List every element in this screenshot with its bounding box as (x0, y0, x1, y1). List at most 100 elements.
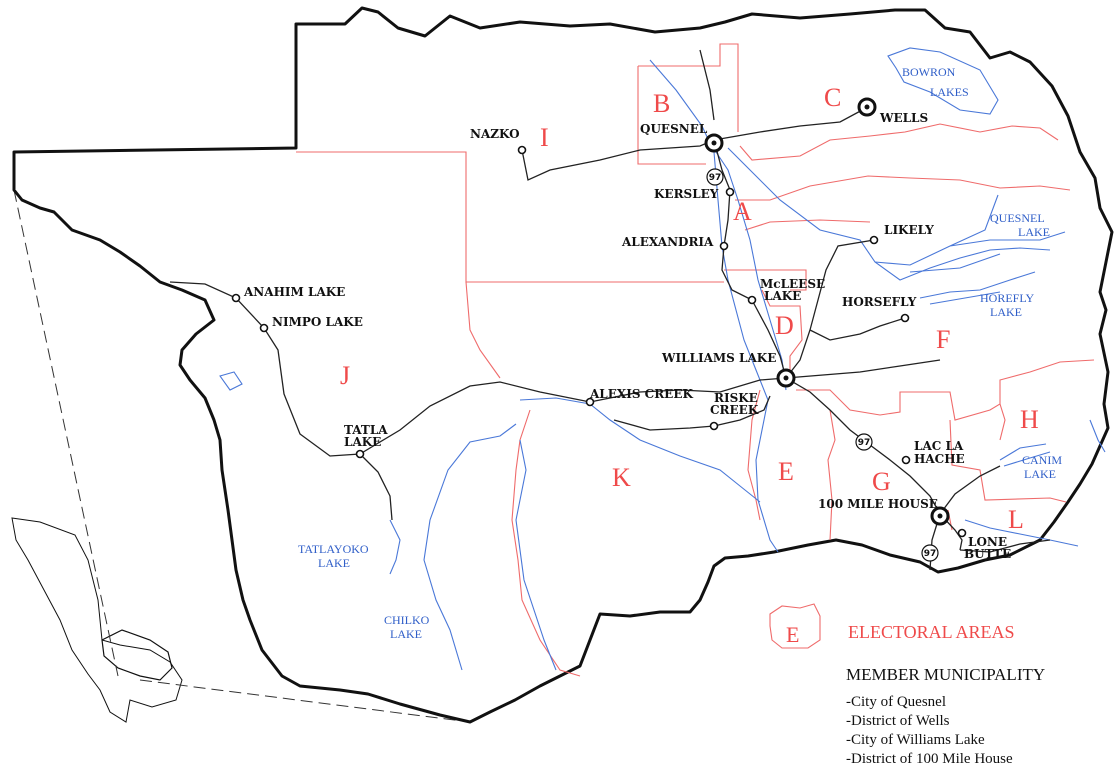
highway-20 (169, 281, 787, 457)
electoral-line (638, 43, 739, 132)
mcleese-lake-marker (747, 295, 757, 305)
place-labels: QUESNEL WELLS NAZKO KERSLEY ALEXANDRIA L… (243, 111, 1011, 561)
electoral-line (747, 389, 761, 521)
chilcotin-river (519, 397, 761, 503)
electoral-line (827, 409, 836, 541)
label-canim-lake-1: CANIM (1022, 453, 1062, 467)
area-letter-e: E (778, 457, 794, 486)
lone-butte-lakes (964, 519, 1079, 547)
label-quesnel: QUESNEL (640, 122, 708, 136)
small-lake-west (219, 371, 243, 391)
label-alexandria: ALEXANDRIA (621, 235, 714, 249)
municipality-marker-williams-lake (776, 368, 796, 388)
label-alexis-creek: ALEXIS CREEK (589, 387, 693, 401)
horsefly-marker (900, 313, 910, 323)
alexandria-marker (719, 241, 729, 251)
legend-sample-letter: E (786, 622, 799, 647)
municipality-marker-quesnel (704, 133, 724, 153)
legend-member-municipality-title: MEMBER MUNICIPALITY (846, 665, 1045, 684)
kersley-marker (725, 187, 735, 197)
label-bowron-1: BOWRON (902, 65, 956, 79)
taseko-river (515, 439, 557, 671)
label-horsefly-lake-2: LAKE (990, 305, 1022, 319)
electoral-area-letters: A B C D E F G H I J K L (340, 83, 1039, 534)
highway-24 (959, 539, 1051, 553)
inset-connector-line (139, 679, 471, 723)
tatla-lake-marker (355, 449, 365, 459)
riske-creek-marker (709, 421, 719, 431)
horsefly-lake (919, 271, 1036, 305)
area-letter-g: G (872, 467, 891, 496)
electoral-line (296, 151, 724, 283)
label-williams-lake: WILLIAMS LAKE (661, 351, 776, 365)
label-wells: WELLS (879, 111, 928, 125)
label-tatlayoko-2: LAKE (318, 556, 350, 570)
label-chilko-2: LAKE (390, 627, 422, 641)
tatla-south-road (359, 453, 393, 521)
label-quesnel-lake-1: QUESNEL (990, 211, 1045, 225)
label-nazko: NAZKO (470, 127, 520, 141)
legend-member-item: -District of 100 Mile House (846, 751, 1013, 767)
electoral-line (761, 289, 803, 370)
label-likely: LIKELY (884, 223, 934, 237)
area-letter-a: A (733, 197, 752, 226)
bc-inset-region-highlight (101, 629, 173, 681)
label-nimpo-lake: NIMPO LAKE (272, 315, 363, 329)
electoral-line (465, 281, 501, 379)
area-letter-b: B (653, 89, 670, 118)
highway-97-label: 97 (858, 438, 871, 448)
legend-member-item: -District of Wells (846, 713, 950, 729)
nazko-road (521, 139, 715, 181)
highway-shield: 97 (706, 168, 724, 186)
quesnel-river (727, 147, 1051, 281)
label-canim-lake-2: LAKE (1024, 467, 1056, 481)
label-riske-2: CREEK (710, 403, 759, 417)
area-letter-j: J (340, 361, 350, 390)
electoral-line (637, 66, 706, 165)
label-horsefly-lake-1: HOREFLY (980, 291, 1034, 305)
bowron-lakes (887, 47, 999, 115)
electoral-line (796, 359, 1095, 421)
east-road (785, 359, 941, 379)
alexis-creek-marker (585, 397, 595, 407)
label-riske-1: RISKE (714, 391, 758, 405)
highway-shield: 97 (921, 544, 939, 562)
label-tatla-2: LAKE (344, 435, 381, 449)
nimpo-lake-marker (259, 323, 269, 333)
label-tatlayoko-1: TATLAYOKO (298, 542, 369, 556)
label-anahim-lake: ANAHIM LAKE (243, 285, 345, 299)
area-letter-l: L (1008, 505, 1024, 534)
community-markers (231, 145, 967, 538)
highway-97-label: 97 (924, 549, 937, 559)
label-chilko-1: CHILKO (384, 613, 430, 627)
anahim-lake-marker (231, 293, 241, 303)
municipality-marker-wells (857, 97, 877, 117)
electoral-line (739, 123, 1059, 161)
electoral-line (735, 175, 1071, 201)
highway-shield: 97 (855, 433, 873, 451)
electoral-line (999, 403, 1006, 441)
canim-lake (999, 443, 1051, 467)
label-horsefly: HORSEFLY (842, 295, 917, 309)
legend-electoral-areas-label: ELECTORAL AREAS (848, 622, 1015, 642)
electoral-line (511, 409, 581, 677)
likely-road (785, 239, 875, 379)
horsefly-road (809, 317, 906, 341)
label-mcleese-2: LAKE (764, 289, 801, 303)
legend-member-item: -City of Williams Lake (846, 732, 985, 748)
electoral-line (949, 419, 1067, 503)
chilko-river (423, 423, 517, 671)
label-mcleese-1: McLEESE (760, 277, 825, 291)
electoral-line (724, 269, 807, 291)
highway-97-north (713, 139, 753, 301)
quesnel-wells-road (713, 107, 867, 141)
label-tatla-1: TATLA (344, 423, 388, 437)
label-lone-butte-2: BUTTE (964, 547, 1011, 561)
likely-marker (869, 235, 879, 245)
legend: E ELECTORAL AREAS MEMBER MUNICIPALITY -C… (769, 603, 1045, 767)
area-letter-i: I (540, 123, 549, 152)
quesnel-lake (874, 194, 1066, 273)
canim-road (939, 465, 1001, 515)
bc-inset-outline (11, 517, 183, 723)
area-letter-f: F (936, 325, 950, 354)
